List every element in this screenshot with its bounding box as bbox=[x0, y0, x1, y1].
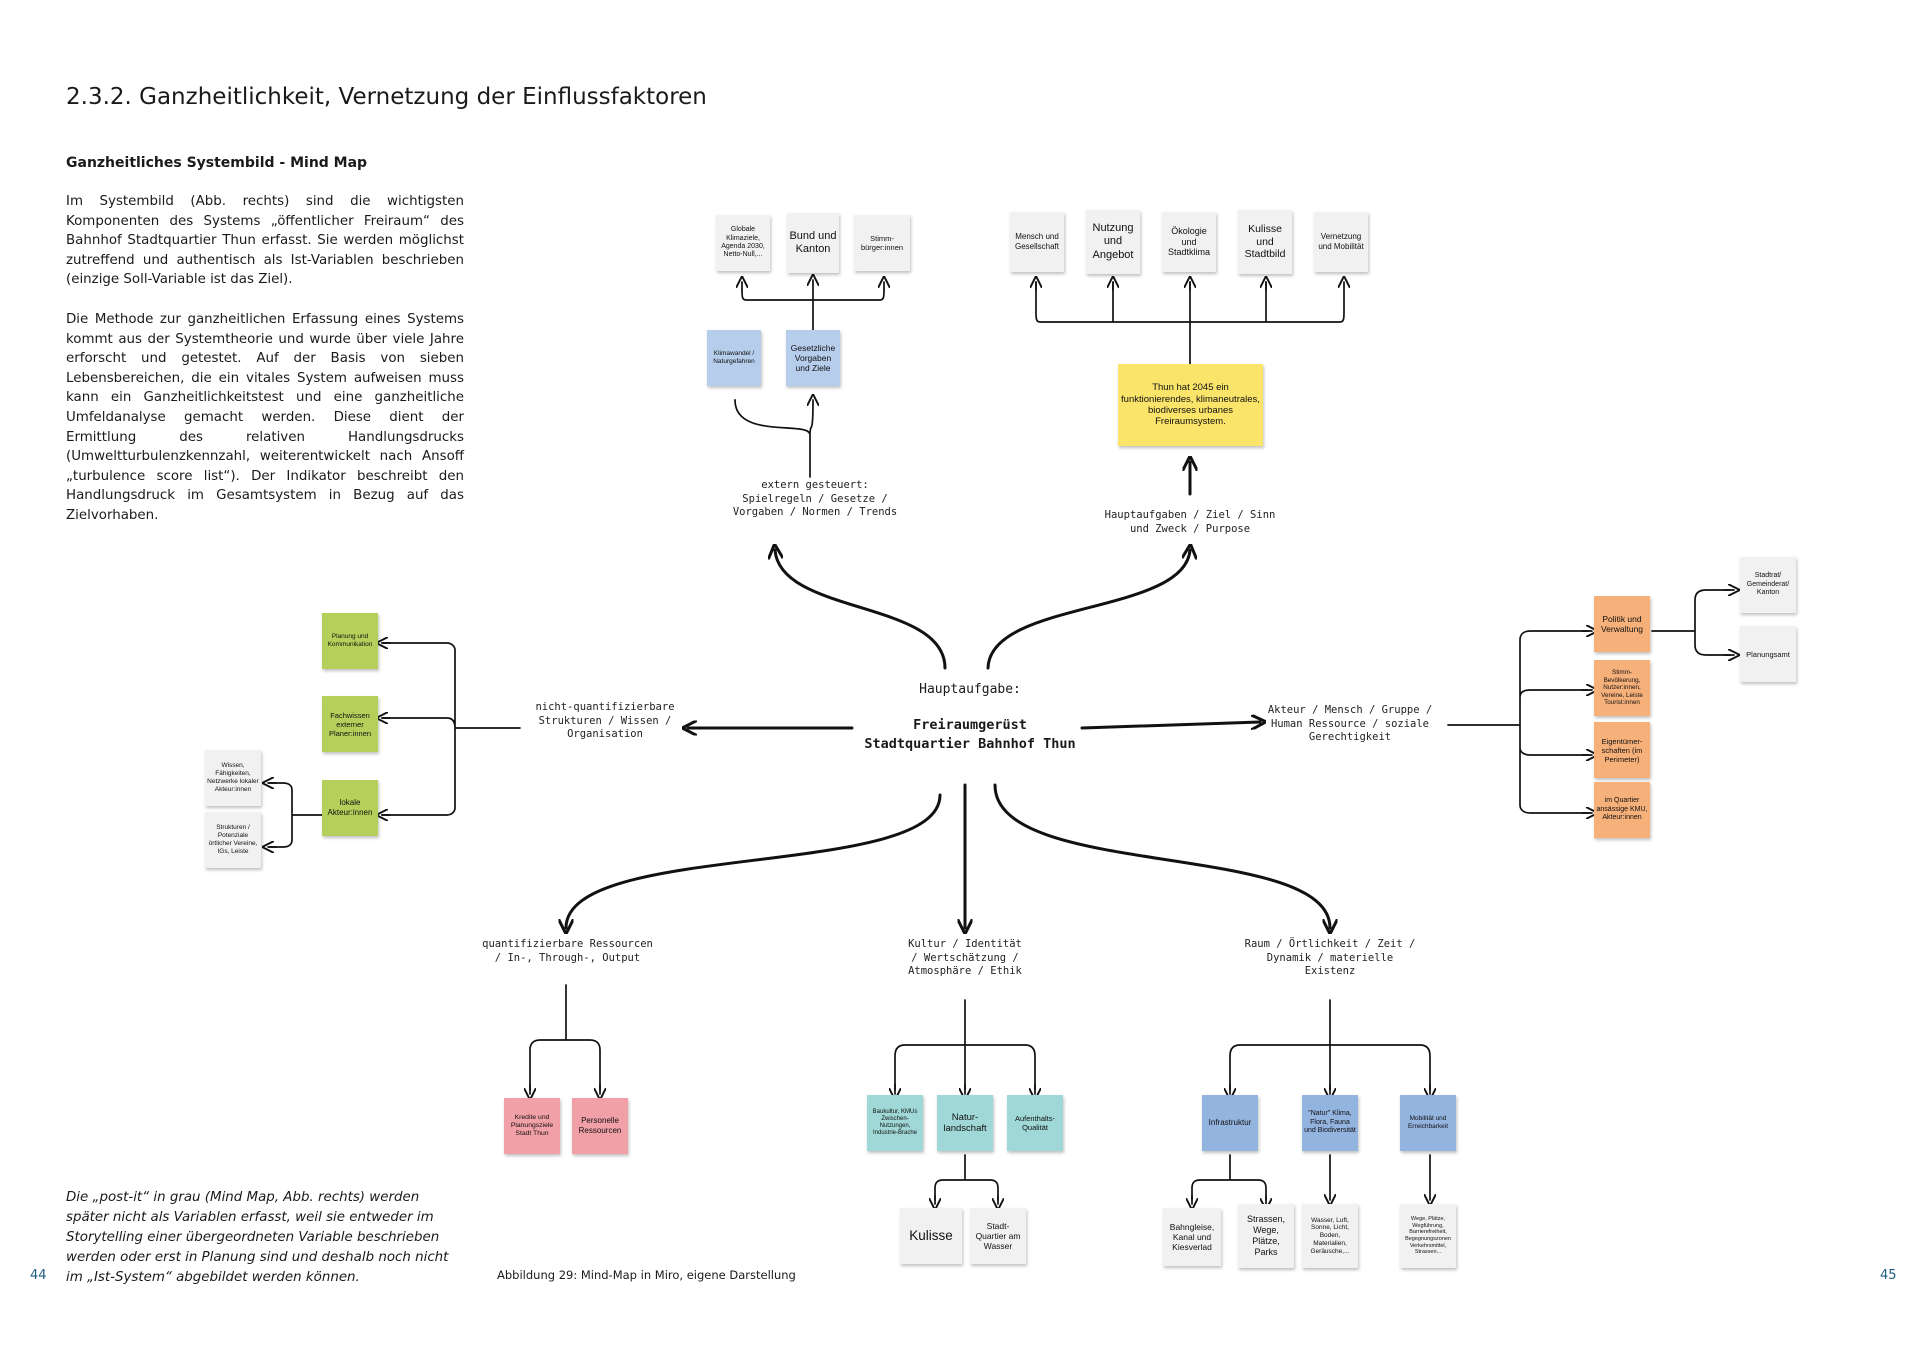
note-fachwissen: Fachwissen externer Planer:innen bbox=[322, 696, 378, 752]
note-strukturen-potenziale: Strukturen / Potenziale örtlicher Verein… bbox=[205, 812, 261, 868]
note-aufenthaltsqualitaet: Aufenthalts-Qualität bbox=[1007, 1095, 1063, 1151]
note-mobilitaet-erreichbarkeit: Mobilität und Erreichbarkeit bbox=[1400, 1095, 1456, 1151]
branch-quant bbox=[566, 793, 942, 928]
branch-label-hauptaufgaben: Hauptaufgaben / Ziel / Sinn und Zweck / … bbox=[1104, 509, 1276, 535]
method-paragraph: Die Methode zur ganzheitlichen Erfassung… bbox=[66, 312, 464, 523]
note-eigentuemerschaften: Eigentümer-schaften (im Perimeter) bbox=[1594, 722, 1650, 778]
center-label-main-1: Freiraumgerüst bbox=[913, 717, 1027, 733]
center-label-top: Hauptaufgabe: bbox=[919, 682, 1021, 697]
note-klimawandel: Klimawandel / Naturgefahren bbox=[707, 330, 761, 386]
note-bahngleise: Bahngleise, Kanal und Kiesverlad bbox=[1163, 1208, 1221, 1266]
note-vernetzung-mobilitaet: Vernetzung und Mobilität bbox=[1314, 212, 1368, 272]
note-kulisse-stadtbild: Kulisse und Stadtbild bbox=[1238, 210, 1292, 274]
note-stimmbuerger: Stimm-bürger:innen bbox=[854, 215, 910, 271]
page-number-left: 44 bbox=[30, 1268, 47, 1283]
note-kredite: Kredite und Planungsziele Stadt Thun bbox=[504, 1098, 560, 1154]
branch-label-kultur: Kultur / Identität / Wertschätzung / Atm… bbox=[908, 938, 1022, 977]
note-wissen-faehigkeiten: Wissen, Fähigkeiten, Netzwerke lokaler A… bbox=[205, 750, 261, 806]
note-oekologie-stadtklima: Ökologie und Stadtklima bbox=[1162, 212, 1216, 272]
note-planungsamt: Planungsamt bbox=[1740, 626, 1796, 682]
note-wasser-luft: Wasser, Luft, Sonne, Licht, Boden, Mater… bbox=[1302, 1204, 1358, 1268]
figure-caption: Abbildung 29: Mind-Map in Miro, eigene D… bbox=[497, 1268, 796, 1282]
note-stimmbevoelkerung: Stimm-Bevölkerung, Nutzer:innen, Vereine… bbox=[1594, 660, 1650, 716]
note-gesetzliche-vorgaben: Gesetzliche Vorgaben und Ziele bbox=[786, 330, 840, 386]
note-mensch-gesellschaft: Mensch und Gesellschaft bbox=[1010, 212, 1064, 272]
note-naturlandschaft: Natur-landschaft bbox=[937, 1095, 993, 1151]
postit-note-remark: Die „post-it“ in grau (Mind Map, Abb. re… bbox=[66, 1190, 449, 1285]
note-planung-kommunikation: Planung und Kommunikation bbox=[322, 613, 378, 669]
note-nutzung-angebot: Nutzung und Angebot bbox=[1086, 210, 1140, 274]
note-baukultur: Baukultur, KMUs Zwischen-Nutzungen, Indu… bbox=[867, 1095, 923, 1151]
branch-label-akteur: Akteur / Mensch / Gruppe / Human Ressour… bbox=[1267, 704, 1433, 743]
note-personelle-ressourcen: Personelle Ressourcen bbox=[572, 1098, 628, 1154]
note-globale-klimaziele: Globale Klimaziele, Agenda 2030, Netto-N… bbox=[716, 215, 770, 271]
note-wege-plaetze: Wege, Plätze, Wegführung, Barrierefreihe… bbox=[1400, 1204, 1456, 1268]
note-zielbild: Thun hat 2045 ein funktionierendes, klim… bbox=[1118, 364, 1263, 446]
note-politik-verwaltung: Politik und Verwaltung bbox=[1594, 596, 1650, 652]
note-stadtquartier-wasser: Stadt-Quartier am Wasser bbox=[970, 1208, 1026, 1264]
note-infrastruktur: Infrastruktur bbox=[1202, 1095, 1258, 1151]
center-label-main-2: Stadtquartier Bahnhof Thun bbox=[864, 736, 1076, 752]
page-title: 2.3.2. Ganzheitlichkeit, Vernetzung der … bbox=[66, 84, 707, 110]
note-kmu-akteure: im Quartier ansässige KMU, Akteur:innen bbox=[1594, 782, 1650, 838]
note-stadtrat-gemeinderat: Stadtrat/ Gemeinderat/ Kanton bbox=[1740, 557, 1796, 613]
branch-label-raum: Raum / Örtlichkeit / Zeit / Dynamik / ma… bbox=[1244, 938, 1416, 977]
branch-hauptaufgaben bbox=[986, 550, 1190, 670]
branch-label-extern: extern gesteuert: Spielregeln / Gesetze … bbox=[732, 479, 898, 518]
branch-extern bbox=[775, 550, 947, 670]
note-bund-kanton: Bund und Kanton bbox=[787, 213, 839, 273]
branch-label-nichtquant: nicht-quantifizierbare Strukturen / Wiss… bbox=[535, 701, 675, 740]
note-strassen-wege: Strassen, Wege, Plätze, Parks bbox=[1238, 1204, 1294, 1268]
branch-akteur bbox=[1080, 722, 1260, 728]
branch-raum bbox=[993, 783, 1330, 928]
note-lokale-akteure: lokale Akteur:innen bbox=[322, 780, 378, 836]
branch-label-quant: quantifizierbare Ressourcen / In-, Throu… bbox=[482, 938, 653, 964]
section-subtitle: Ganzheitliches Systembild - Mind Map bbox=[66, 155, 368, 171]
note-kulisse: Kulisse bbox=[900, 1208, 962, 1264]
note-natur-biodiversitaet: "Natur" Klima, Flora, Fauna und Biodiver… bbox=[1302, 1095, 1358, 1151]
page-number-right: 45 bbox=[1880, 1268, 1897, 1283]
intro-paragraph: Im Systembild (Abb. rechts) sind die wic… bbox=[66, 194, 464, 288]
